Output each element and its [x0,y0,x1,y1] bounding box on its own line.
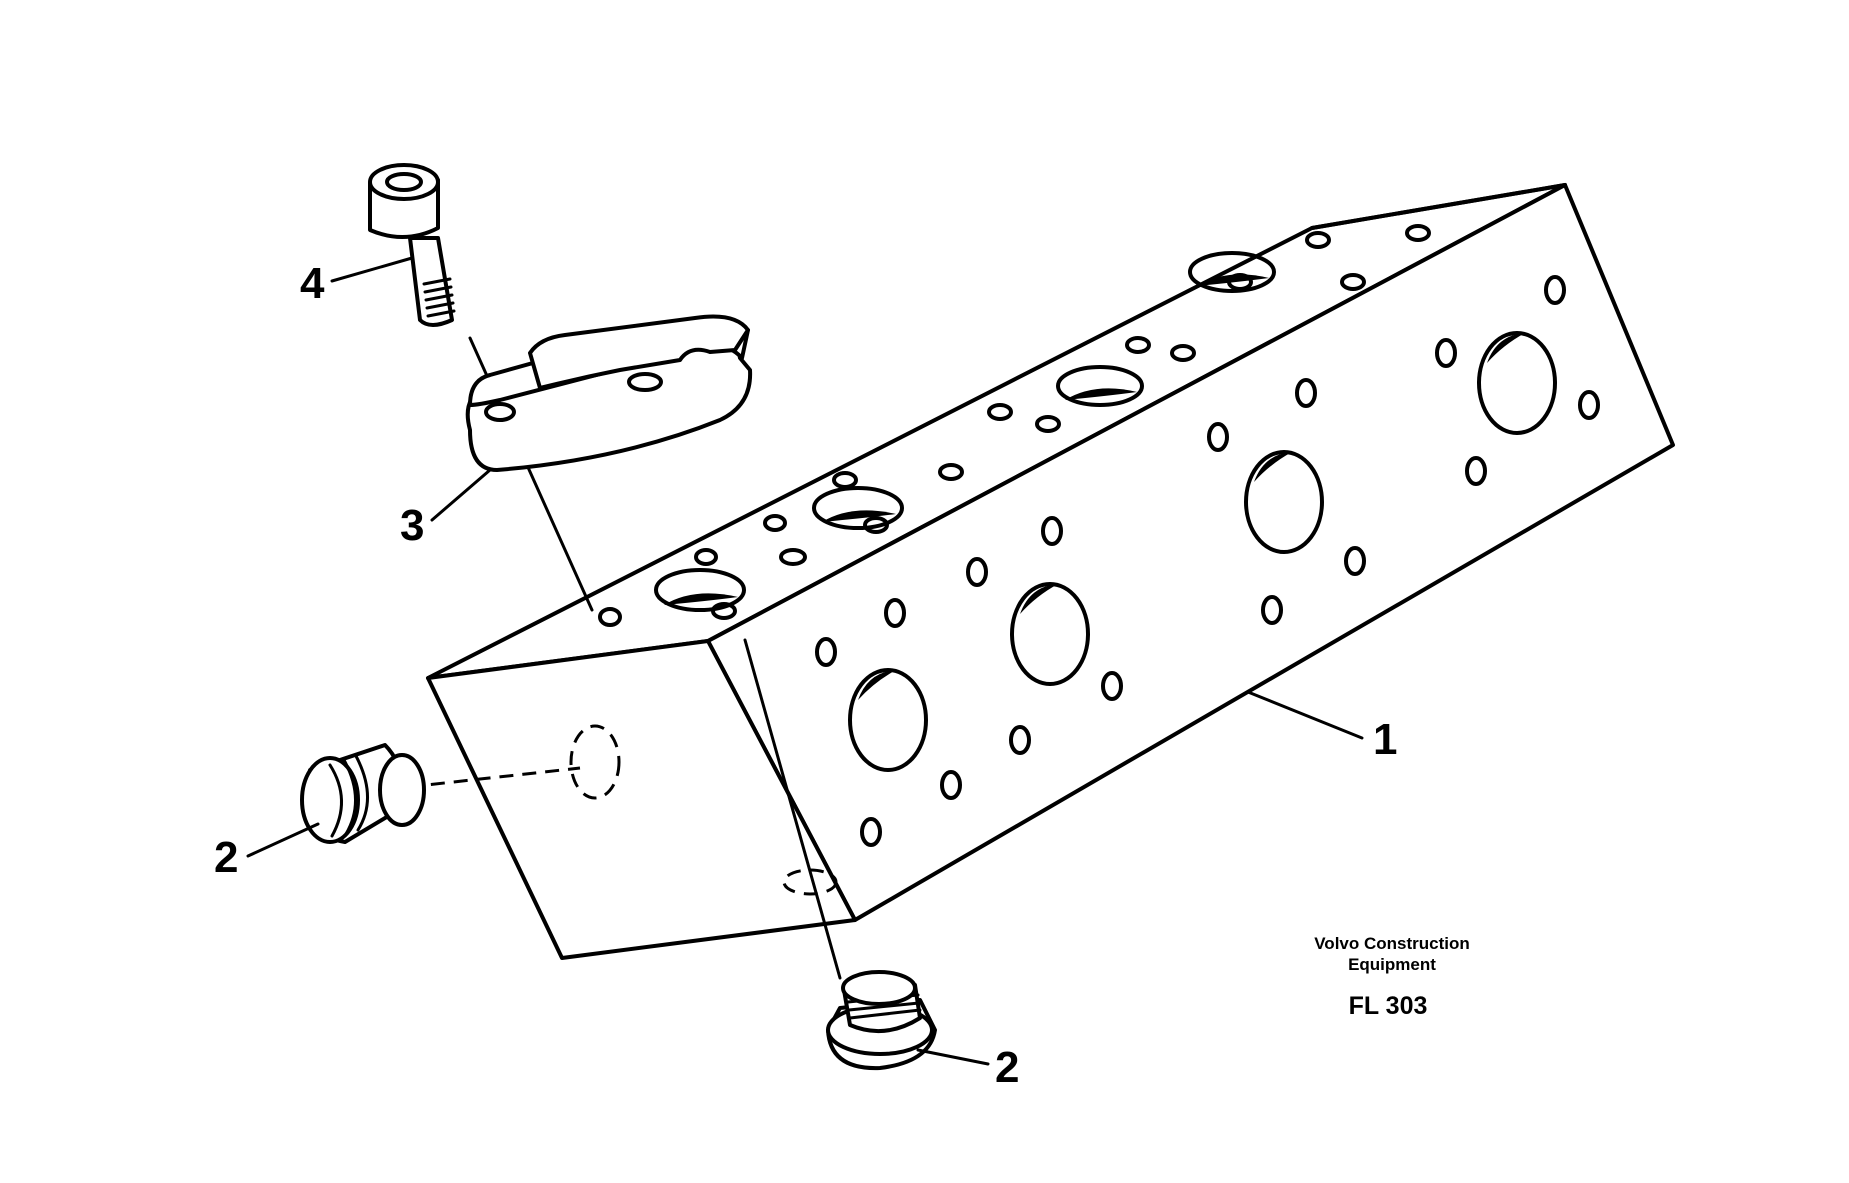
plug-icon-side [300,743,426,844]
axis-side-plug [407,766,581,789]
front-face-ports [815,275,1600,847]
bore-4 [1477,331,1557,435]
brand-line-1: Volvo Construction [1314,934,1470,953]
callout-1: 1 [1373,715,1397,764]
brand-line-2: Equipment [1348,955,1436,974]
callout-3: 3 [400,501,424,550]
valve-block-edge [1310,183,1567,230]
valve-block-end-face [426,639,857,960]
leader-4 [330,256,414,283]
hidden-port-end [569,724,621,800]
axis-bottom-plug [743,638,842,980]
bore-2 [1010,582,1090,686]
valve-block [426,183,1675,960]
flange-icon [465,314,753,472]
bore-1 [848,668,928,772]
callout-4: 4 [300,259,325,308]
leader-3 [430,468,492,522]
bolt-holes [815,275,1600,847]
callout-2-bottom: 2 [995,1043,1019,1092]
leader-2-bottom [916,1048,990,1066]
figure-code: FL 303 [1349,992,1428,1020]
callout-2-side: 2 [214,833,238,882]
plug-icon-bottom [826,970,937,1071]
leader-1 [1246,690,1364,740]
screw-thread [422,277,456,318]
top-face-ports [598,224,1431,627]
bore-3 [1244,450,1324,554]
screw-icon [368,163,456,327]
leader-2-side [246,822,320,858]
